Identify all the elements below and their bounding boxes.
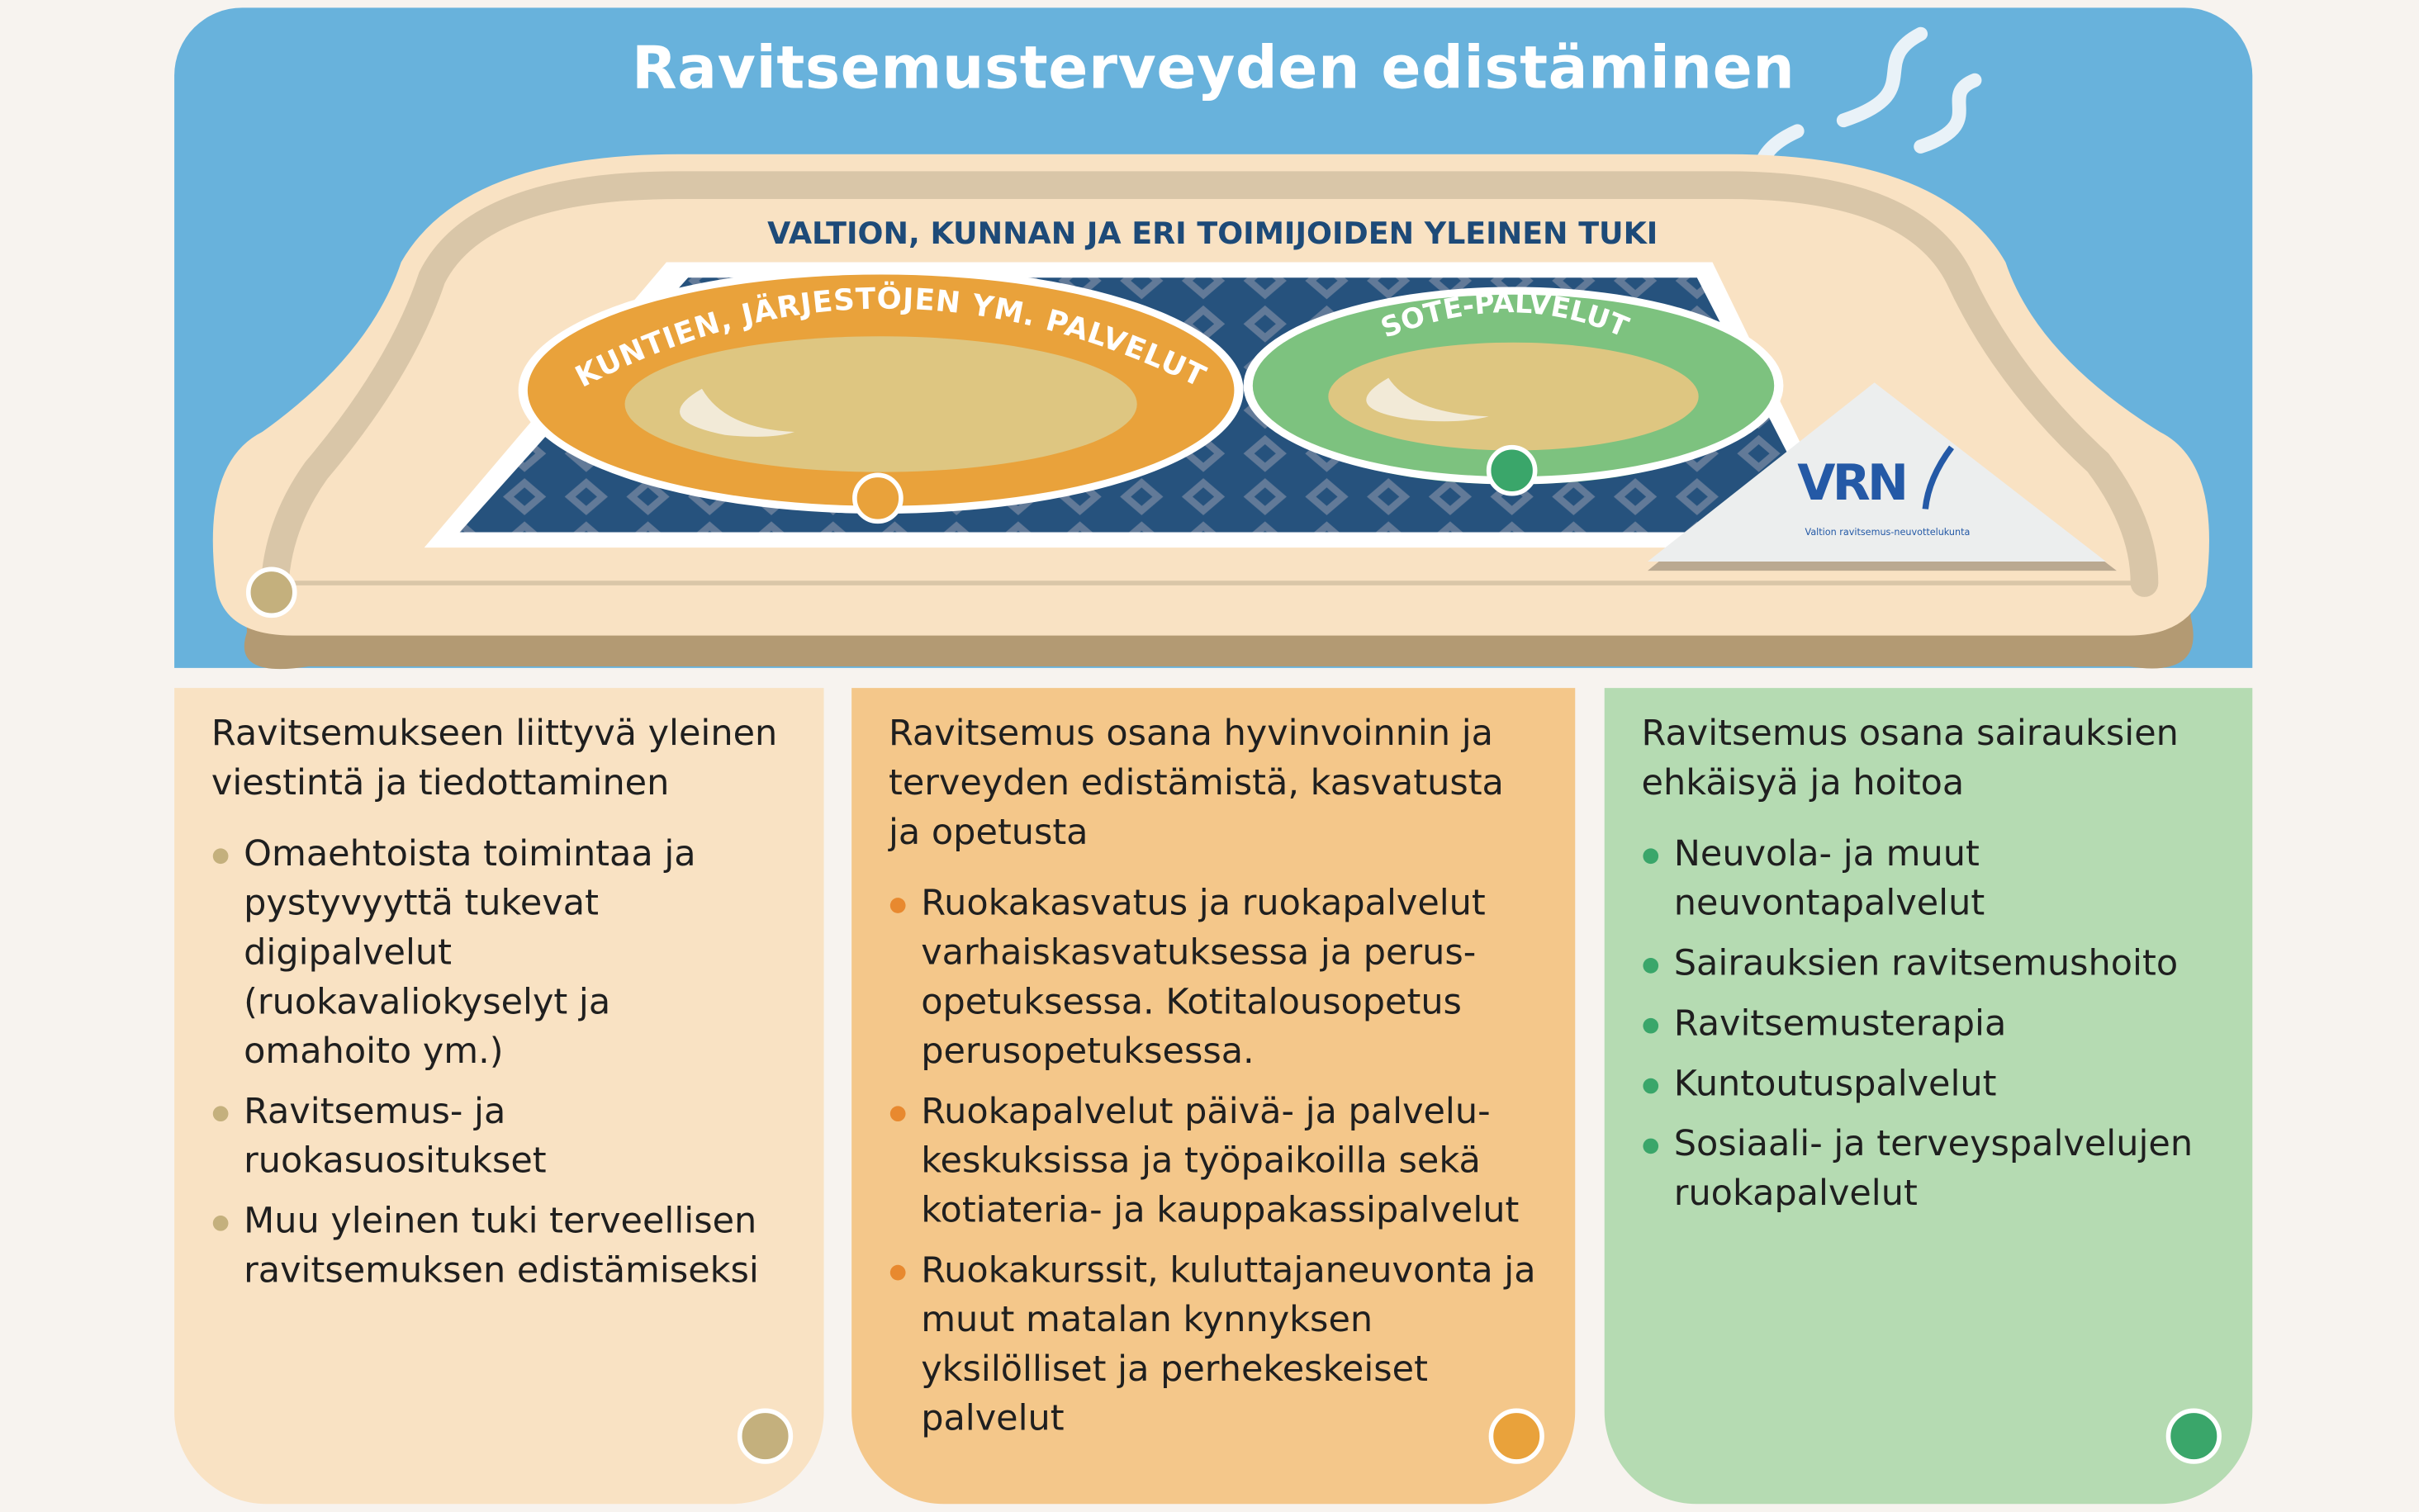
vrn-logo-napkin: VRN Valtion ravitsemus-neuvottelukunta: [1648, 382, 2117, 571]
list-item-text: Neuvola- ja muut neuvontapalvelut: [1673, 834, 1985, 924]
bullet-icon: [1643, 1138, 1659, 1154]
bullet-icon: [889, 1106, 906, 1122]
green-marker: [1486, 444, 1538, 496]
orange-marker: [1488, 1408, 1544, 1464]
list-item-text: Ruokapalvelut päivä- ja palvelu-keskuksi…: [921, 1092, 1520, 1231]
bullet-icon: [212, 1106, 229, 1122]
orange-bowl: KUNTIEN, JÄRJESTÖJEN YM. PALVELUT: [518, 267, 1244, 524]
list-item: Ruokakurssit, kuluttajaneuvonta ja muut …: [889, 1246, 1538, 1443]
bullet-icon: [212, 1215, 229, 1231]
list-item: Ravitsemusterapia: [1642, 999, 2216, 1049]
column-heading: Ravitsemukseen liittyvä yleinen viestint…: [211, 713, 778, 804]
list-item-text: Kuntoutuspalvelut: [1673, 1064, 1997, 1105]
list-item-text: Ruokakurssit, kuluttajaneuvonta ja muut …: [921, 1250, 1536, 1439]
list-item-text: Omaehtoista toimintaa ja pystyvyyttä tuk…: [244, 834, 696, 1073]
bullet-icon: [1643, 848, 1659, 865]
page-title: Ravitsemusterveyden edistäminen: [631, 34, 1795, 102]
column-general-communication: Ravitsemukseen liittyvä yleinen viestint…: [174, 688, 824, 1505]
list-item-text: Sairauksien ravitsemushoito: [1673, 944, 2179, 984]
tray-illustration: KUNTIEN, JÄRJESTÖJEN YM. PALVELUT SOTE-P…: [212, 26, 2209, 670]
tray-label: VALTION, KUNNAN JA ERI TOIMIJOIDEN YLEIN…: [767, 216, 1658, 251]
bullet-icon: [1643, 958, 1659, 974]
vrn-logo-subtitle: Valtion ravitsemus-neuvottelukunta: [1805, 527, 1971, 538]
list-item: Ravitsemus- ja ruokasuositukset: [211, 1088, 787, 1187]
column-disease-prevention: Ravitsemus osana sairauksien ehkäisyä ja…: [1604, 688, 2253, 1505]
list-item: Omaehtoista toimintaa ja pystyvyyttä tuk…: [211, 830, 787, 1077]
list-item: Ruokakasvatus ja ruokapalvelut varhaiska…: [889, 879, 1538, 1077]
bullet-icon: [889, 1264, 906, 1281]
green-bowl: SOTE-PALVELUT: [1243, 287, 1784, 496]
list-item-text: Ravitsemusterapia: [1673, 1004, 2007, 1045]
beige-marker: [737, 1408, 794, 1464]
bullet-icon: [1643, 1078, 1659, 1094]
vrn-logo: VRN: [1797, 455, 1905, 512]
list-item: Neuvola- ja muut neuvontapalvelut: [1642, 830, 2216, 929]
list-item: Kuntoutuspalvelut: [1642, 1059, 2216, 1109]
list-item: Ruokapalvelut päivä- ja palvelu-keskuksi…: [889, 1088, 1538, 1235]
bullet-icon: [1643, 1017, 1659, 1034]
list-item: Sairauksien ravitsemushoito: [1642, 940, 2216, 989]
bullet-icon: [212, 848, 229, 865]
list-item: Muu yleinen tuki terveellisen ravitsemuk…: [211, 1197, 787, 1296]
list-item-text: Sosiaali- ja terveyspalvelujen ruokapalv…: [1673, 1124, 2194, 1215]
green-marker: [2165, 1408, 2222, 1464]
column-health-promotion: Ravitsemus osana hyvinvoinnin ja terveyd…: [851, 688, 1576, 1505]
column-heading: Ravitsemus osana sairauksien ehkäisyä ja…: [1641, 713, 2179, 804]
beige-marker: [245, 566, 297, 619]
list-item-text: Muu yleinen tuki terveellisen ravitsemuk…: [244, 1202, 759, 1292]
bullet-icon: [889, 898, 906, 913]
list-item: Sosiaali- ja terveyspalvelujen ruokapalv…: [1642, 1120, 2216, 1219]
list-item-text: Ruokakasvatus ja ruokapalvelut varhaiska…: [921, 884, 1486, 1073]
list-item-text: Ravitsemus- ja ruokasuositukset: [244, 1092, 547, 1182]
orange-marker: [852, 472, 904, 524]
column-heading: Ravitsemus osana hyvinvoinnin ja terveyd…: [888, 713, 1504, 854]
